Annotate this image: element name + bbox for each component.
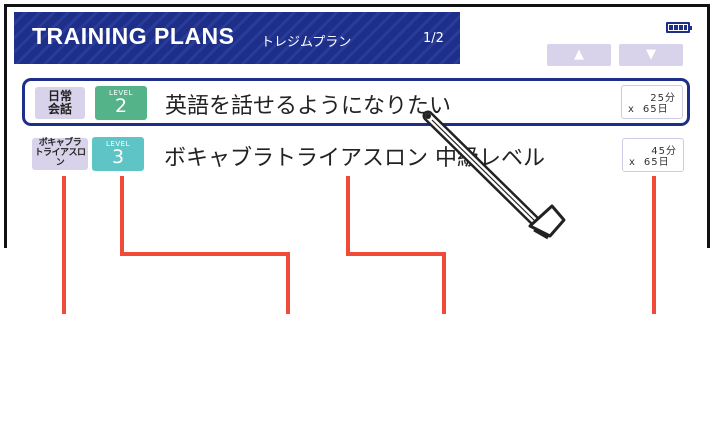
page-indicator: 1/2 [423, 31, 444, 46]
callout-line-level-c [286, 252, 290, 314]
days-count-line: x 65日 [628, 100, 669, 115]
level-word: LEVEL [106, 140, 130, 148]
minutes-per-day: 45分 [651, 146, 677, 157]
header-bar: TRAINING PLANS トレジムプラン 1/2 [14, 12, 460, 64]
plan-row-selected[interactable]: 日常 会話 LEVEL 2 英語を話せるようになりたい 25分 x 65日 [22, 78, 690, 126]
callout-line-level-b [120, 252, 290, 256]
scroll-up-button[interactable]: ▲ [547, 44, 611, 66]
callout-line-category [62, 176, 66, 314]
minutes-per-day: 25分 [650, 93, 676, 104]
level-badge: LEVEL 3 [92, 137, 144, 171]
days-count: 65日 [643, 157, 670, 168]
level-number: 2 [114, 95, 128, 117]
level-badge: LEVEL 2 [95, 86, 147, 120]
page-subtitle: トレジムプラン [261, 35, 352, 50]
days-count-line: x 65日 [629, 153, 670, 168]
level-number: 3 [111, 146, 125, 168]
stylus-pen-icon [422, 110, 566, 240]
level-word: LEVEL [109, 89, 133, 97]
plan-row[interactable]: ボキャブラ トライアスロン LEVEL 3 ボキャブラトライアスロン 中級レベル… [22, 132, 690, 180]
page-title: TRAINING PLANS [32, 23, 235, 49]
callout-line-level-a [120, 176, 124, 256]
time-box: 25分 x 65日 [621, 85, 683, 119]
scroll-down-button[interactable]: ▼ [619, 44, 683, 66]
category-badge: ボキャブラ トライアスロン [32, 138, 88, 170]
plan-title: 英語を話せるようになりたい [165, 94, 452, 119]
time-box: 45分 x 65日 [622, 138, 684, 172]
callout-line-title-c [442, 252, 446, 314]
category-badge: 日常 会話 [35, 87, 85, 119]
days-count: 65日 [642, 104, 669, 115]
callout-line-title-a [346, 176, 350, 256]
times-symbol: x [628, 104, 635, 115]
callout-line-title-b [346, 252, 446, 256]
battery-icon [666, 22, 692, 33]
callout-line-time [652, 176, 656, 314]
times-symbol: x [629, 157, 636, 168]
